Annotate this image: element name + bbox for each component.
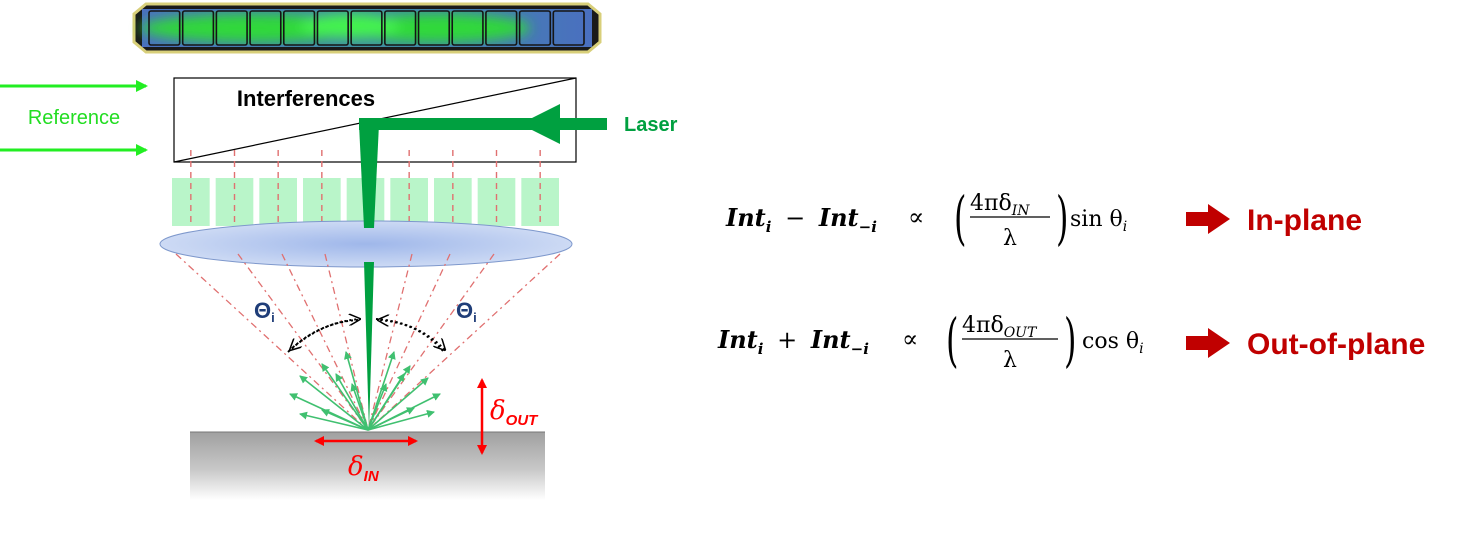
scatter-arrow [367,409,435,431]
camera-pixel-grid [148,10,585,46]
delta-in-arrow: δIN [314,436,418,485]
theta-left-label: Θi [254,298,275,325]
svg-text:4πδIN: 4πδIN [970,191,1030,219]
svg-text:λ: λ [1003,348,1017,373]
camera-pixel [518,10,552,46]
detection-rays-fan [175,253,561,431]
right-arrow-icon [1186,328,1230,358]
camera-pixel [316,10,349,46]
fan-ray [324,253,369,431]
camera-pixel [215,10,248,46]
out-of-plane-result: Out-of-plane [1247,328,1425,361]
in-plane-result: In-plane [1247,204,1362,237]
svg-text:λ: λ [1003,226,1017,251]
camera-pixel [249,10,282,46]
laser-label: Laser [624,114,678,136]
camera-pixel [282,10,316,46]
equation-out-of-plane: Inti + Int−i ∝ ( 4πδOUT λ ) cos θi Out-o… [717,308,1425,375]
scattered-light [289,351,441,431]
camera-pixel [451,10,484,46]
delta-out-arrow: δOUT [477,378,539,455]
theta-right-label: Θi [456,298,477,325]
camera-pixel [148,10,181,46]
svg-text:(: ( [954,186,966,253]
camera-pixel [485,10,518,46]
scatter-arrow [350,383,369,431]
fan-ray [367,253,561,431]
svg-text:Inti − Int−i: Inti − Int−i [725,203,877,238]
svg-text:Inti + Int−i: Inti + Int−i [717,325,869,360]
fan-ray [367,253,495,431]
scatter-arrow [367,351,396,431]
scatter-arrow [299,411,369,431]
sample-surface [190,432,545,500]
camera-pixel [417,10,451,46]
scatter-arrow [367,377,429,431]
svg-text:Θi: Θi [254,298,275,325]
svg-text:): ) [1056,186,1068,253]
right-arrow-icon [1186,204,1230,234]
svg-text:(: ( [946,308,958,375]
svg-text:∝: ∝ [908,203,924,231]
camera-pixel [552,10,585,46]
camera-pixel [350,10,383,46]
svg-text:): ) [1064,308,1076,375]
fan-ray [281,253,369,431]
scatter-arrow [367,365,411,431]
svg-text:Θi: Θi [456,298,477,325]
fan-ray [237,253,369,431]
fan-ray [367,253,413,431]
svg-text:cos θi: cos θi [1082,329,1144,357]
svg-text:∝: ∝ [902,325,918,353]
reference-label: Reference [28,107,120,129]
scatter-arrow [321,363,369,431]
camera-sensor [132,2,602,54]
interferences-label: Interferences [237,86,375,111]
laser-beam: Laser [359,104,678,430]
svg-text:4πδOUT: 4πδOUT [962,313,1038,341]
lenslet-array [172,178,559,226]
delta-out-label: δOUT [490,396,539,429]
svg-text:sin θi: sin θi [1070,207,1127,235]
reference-beams: Reference [0,80,148,156]
fan-ray [175,253,369,431]
fan-ray [367,253,451,431]
equation-in-plane: Inti − Int−i ∝ ( 4πδIN λ ) sin θi In-pla… [725,186,1362,253]
camera-pixel [181,10,215,46]
scatter-arrow [299,375,369,431]
scatter-arrow [321,409,369,431]
camera-pixel [384,10,417,46]
delta-in-label: δIN [348,452,380,485]
scatter-arrow [367,407,415,431]
scatter-arrow [335,373,369,431]
theta-angle-arcs [287,319,445,353]
